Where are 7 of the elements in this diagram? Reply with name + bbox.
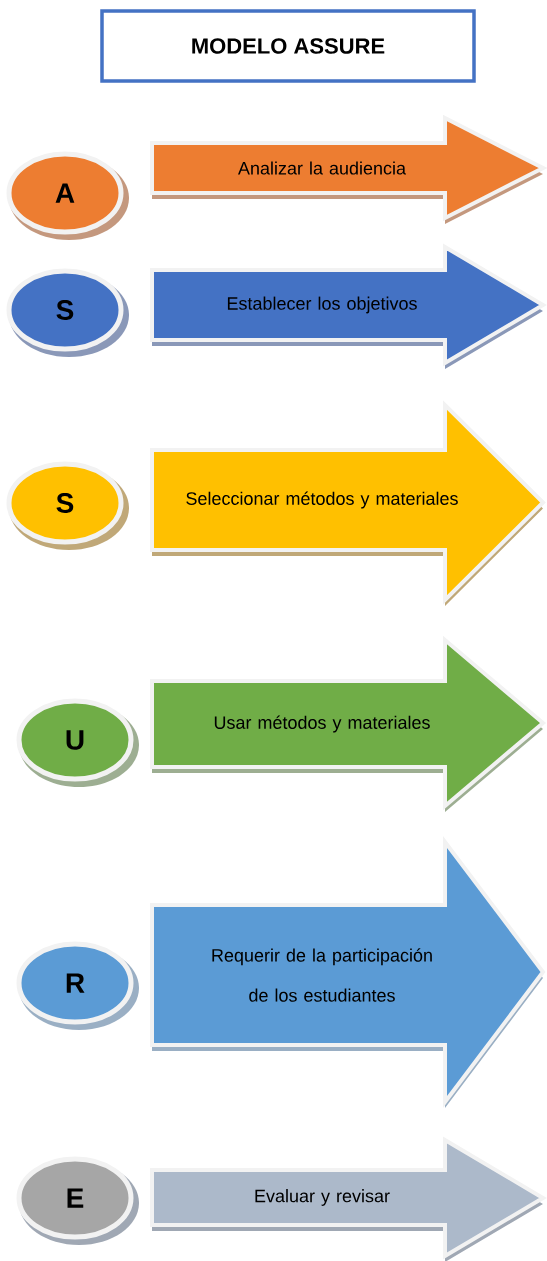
step-banner: Evaluar y revisar [150,1136,547,1261]
step-banner: Analizar la audiencia [150,114,547,224]
step-banner: Usar métodos y materiales [150,635,547,812]
step-banner: Establecer los objetivos [150,243,547,369]
step-banner: Seleccionar métodos y materiales [150,400,546,606]
title-box: MODELO ASSURE [100,9,476,83]
step-banner: Requerir de la participación de los estudiantes [150,836,546,1108]
